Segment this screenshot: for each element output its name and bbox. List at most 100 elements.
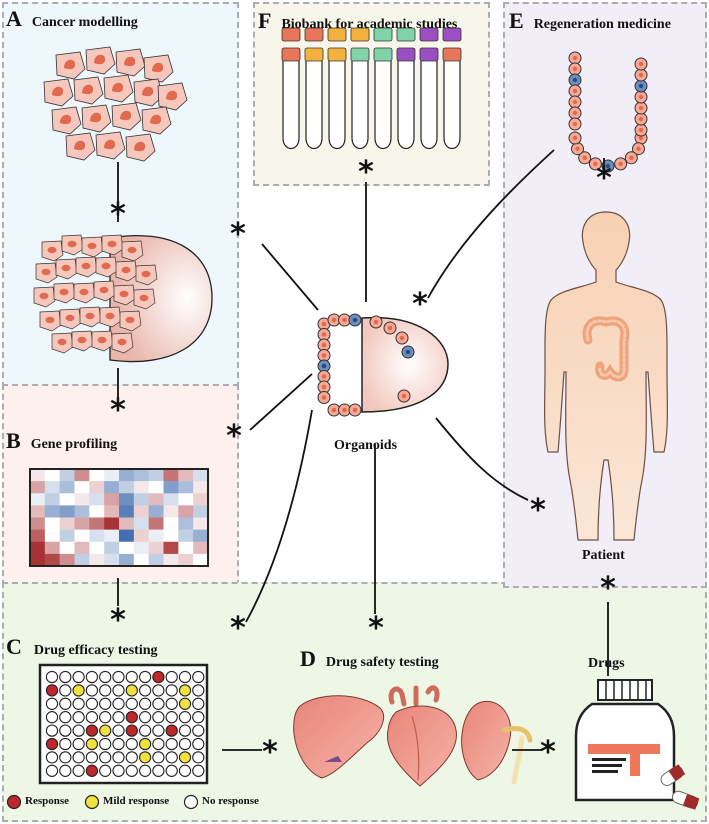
tube bbox=[305, 60, 323, 150]
tumor-cell-nucleus bbox=[59, 288, 69, 296]
heatmap-cell bbox=[74, 505, 90, 518]
plate-well bbox=[138, 737, 152, 751]
tube-cap bbox=[350, 47, 370, 62]
plate-well bbox=[72, 711, 85, 724]
organoid-nucleus bbox=[352, 407, 358, 413]
epithelial-nucleus bbox=[629, 155, 634, 160]
central-organoid bbox=[361, 316, 449, 413]
plate-well bbox=[192, 724, 205, 737]
cancer-cell-nucleus bbox=[112, 82, 124, 93]
heatmap-cell bbox=[193, 469, 209, 482]
plate-well bbox=[178, 670, 192, 684]
plate-well bbox=[165, 737, 178, 751]
asterisk-marker: * bbox=[368, 611, 384, 646]
plate-well bbox=[165, 684, 178, 697]
plate-well bbox=[112, 684, 125, 697]
asterisk-marker: * bbox=[110, 393, 126, 428]
tube bbox=[374, 60, 392, 150]
plate-well bbox=[59, 737, 72, 751]
organoids-label: Organoids bbox=[334, 438, 398, 453]
heatmap-cell bbox=[119, 505, 135, 518]
organoid-nucleus bbox=[405, 349, 411, 355]
tumor-cell-nucleus bbox=[61, 264, 71, 272]
plate-well bbox=[125, 697, 138, 710]
heatmap-cell bbox=[104, 493, 120, 506]
liver bbox=[293, 695, 384, 779]
panel-c-header: C Drug efficacy testing bbox=[6, 634, 158, 660]
plate-well bbox=[59, 697, 72, 710]
cancer-cell-nucleus bbox=[60, 114, 72, 125]
organoid-nucleus bbox=[321, 342, 327, 348]
plate-well bbox=[112, 764, 125, 777]
panel-d-letter: D bbox=[300, 646, 316, 671]
legend-none-dot bbox=[183, 794, 199, 810]
tube-cap bbox=[396, 27, 416, 42]
heatmap-cell bbox=[178, 505, 194, 518]
plate-well bbox=[125, 724, 138, 737]
human-body bbox=[544, 211, 668, 541]
tumor-cell-nucleus bbox=[41, 268, 51, 276]
tube-cap bbox=[281, 27, 301, 42]
heatmap-cell bbox=[148, 541, 164, 555]
plate-well bbox=[192, 697, 205, 710]
organoid-nucleus bbox=[321, 384, 327, 390]
asterisk-marker: * bbox=[230, 611, 246, 646]
organoid-nucleus bbox=[321, 363, 327, 369]
organoid-nucleus bbox=[321, 321, 327, 327]
drug-bottle bbox=[574, 679, 700, 810]
plate-well bbox=[178, 697, 192, 710]
panel-b-header: B Gene profiling bbox=[6, 428, 117, 454]
plate-well bbox=[85, 751, 99, 764]
plate-well bbox=[99, 724, 112, 737]
heatmap-cell bbox=[148, 529, 164, 543]
tumor-cell-nucleus bbox=[127, 246, 137, 254]
legend-dots bbox=[6, 794, 199, 810]
heatmap-cell bbox=[163, 529, 179, 543]
heatmap-cell bbox=[133, 493, 149, 506]
heatmap-cell bbox=[178, 553, 194, 567]
plate-well bbox=[45, 697, 59, 710]
plate-well bbox=[125, 751, 138, 764]
organoid-nucleus bbox=[342, 407, 347, 413]
tube bbox=[282, 60, 300, 150]
epithelial-nucleus bbox=[638, 116, 644, 122]
heatmap-cell bbox=[104, 553, 120, 567]
panel-f-header: F Biobank for academic studies bbox=[258, 8, 457, 34]
tumor-cell-nucleus bbox=[99, 286, 109, 294]
gene-heatmap bbox=[30, 469, 209, 567]
heatmap-cell bbox=[74, 517, 90, 530]
plate-well bbox=[112, 737, 125, 751]
heatmap-cell bbox=[30, 469, 46, 482]
plate-well bbox=[178, 751, 192, 764]
panel-b-title: Gene profiling bbox=[30, 437, 118, 452]
heatmap-cell bbox=[133, 481, 149, 494]
heatmap-cell bbox=[59, 469, 75, 482]
plate-well bbox=[45, 684, 59, 697]
plate-well bbox=[192, 764, 205, 777]
tube-cap bbox=[350, 27, 370, 42]
tube bbox=[328, 60, 346, 150]
epithelial-nucleus bbox=[636, 146, 641, 151]
epithelium-u bbox=[568, 51, 648, 173]
asterisks: ************** bbox=[110, 155, 616, 770]
epithelial-nucleus bbox=[572, 88, 578, 94]
heatmap-cell bbox=[30, 553, 46, 567]
tumor-cell-nucleus bbox=[81, 262, 91, 270]
heatmap-cell bbox=[119, 481, 135, 494]
tumor-cell-nucleus bbox=[125, 316, 135, 324]
plate-well bbox=[59, 724, 72, 737]
heatmap-cell bbox=[30, 529, 46, 543]
epithelial-nucleus bbox=[638, 61, 644, 67]
plate-well bbox=[72, 724, 85, 737]
tumor-cell-nucleus bbox=[101, 262, 111, 270]
heatmap-cell bbox=[44, 505, 60, 518]
organoid-nucleus bbox=[321, 332, 327, 337]
epithelial-nucleus bbox=[572, 77, 578, 83]
heatmap-cell bbox=[133, 469, 149, 482]
legend-mild-label: Mild response bbox=[103, 795, 170, 807]
plate-well bbox=[99, 751, 112, 764]
plate-well bbox=[45, 670, 59, 684]
heatmap-cell bbox=[133, 553, 149, 567]
plate-well bbox=[165, 711, 178, 724]
organoid-nucleus bbox=[352, 317, 358, 323]
